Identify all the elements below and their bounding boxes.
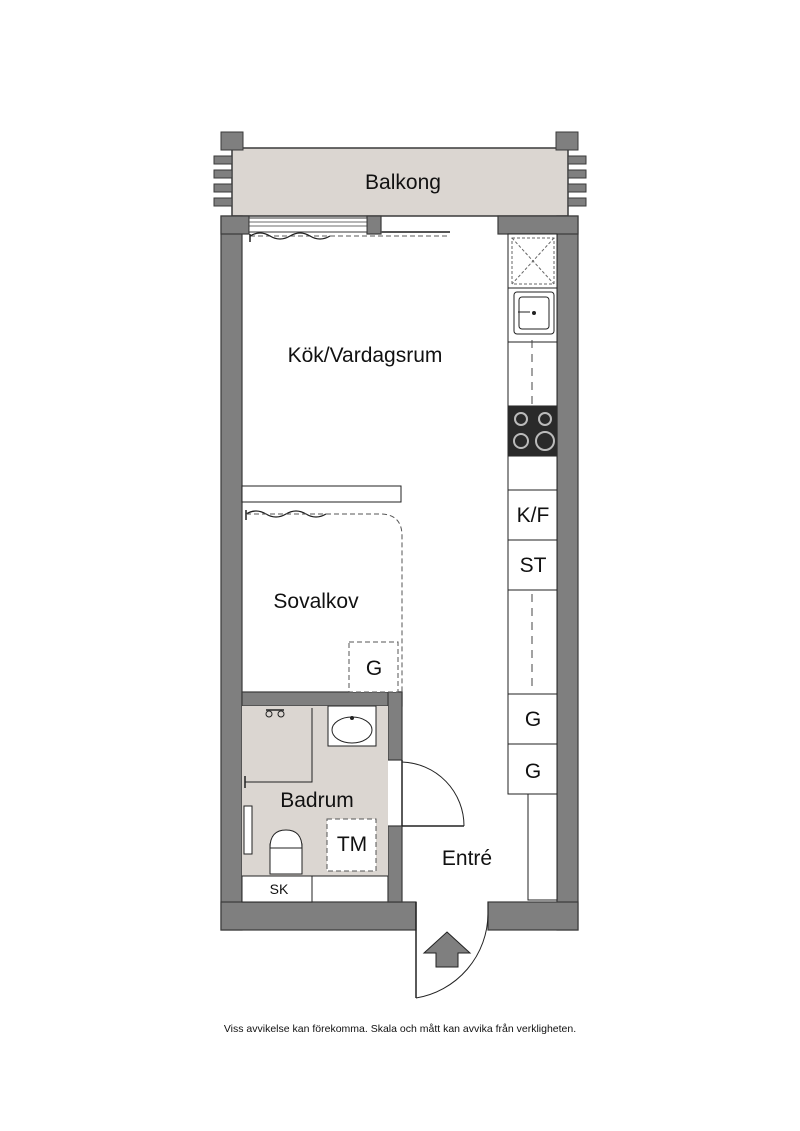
bathroom bbox=[241, 705, 388, 903]
wardrobe-label-alcove: G bbox=[366, 657, 382, 680]
disclaimer-text: Viss avvikelse kan förekomma. Skala och … bbox=[223, 1023, 577, 1035]
fridge-freezer-label: K/F bbox=[517, 504, 550, 527]
storage-label: ST bbox=[520, 554, 547, 577]
balcony-window bbox=[248, 217, 450, 242]
kitchen-living-label: Kök/Vardagsrum bbox=[288, 344, 443, 367]
washing-machine-label: TM bbox=[337, 833, 367, 856]
wall-right bbox=[556, 215, 579, 931]
wardrobe-label-kitchen-1: G bbox=[525, 708, 541, 731]
entrance-arrow-icon bbox=[422, 931, 472, 968]
room-divider bbox=[241, 485, 402, 503]
wall-top-right bbox=[497, 215, 579, 235]
alcove-curtain bbox=[245, 510, 403, 692]
wall-bottom-right bbox=[487, 901, 579, 931]
wardrobe-alcove bbox=[348, 641, 399, 693]
bathroom-wall-right-low bbox=[387, 825, 403, 903]
kitchen-sink bbox=[513, 291, 555, 335]
bathroom-wall-right bbox=[387, 691, 403, 761]
wall-bottom-left bbox=[220, 901, 417, 931]
balcony bbox=[213, 131, 587, 217]
balcony-railing-left bbox=[213, 155, 233, 207]
dishwasher bbox=[511, 237, 555, 285]
bathroom-door bbox=[401, 760, 465, 827]
balcony-label: Balkong bbox=[365, 171, 441, 194]
wall-top-left bbox=[220, 215, 250, 235]
wall-top-mid bbox=[366, 215, 382, 235]
entrance-door bbox=[415, 902, 489, 999]
stove bbox=[508, 406, 557, 456]
balcony-railing-right bbox=[567, 155, 587, 207]
bathroom-label: Badrum bbox=[280, 789, 354, 812]
cleaning-cabinet-label: SK bbox=[270, 881, 289, 897]
entrance-label: Entré bbox=[442, 847, 492, 870]
sleeping-alcove-label: Sovalkov bbox=[273, 590, 359, 613]
bathroom-wall-top bbox=[241, 691, 403, 707]
exterior-walls bbox=[220, 215, 579, 931]
wardrobe-label-kitchen-2: G bbox=[525, 760, 541, 783]
wall-left bbox=[220, 215, 243, 931]
